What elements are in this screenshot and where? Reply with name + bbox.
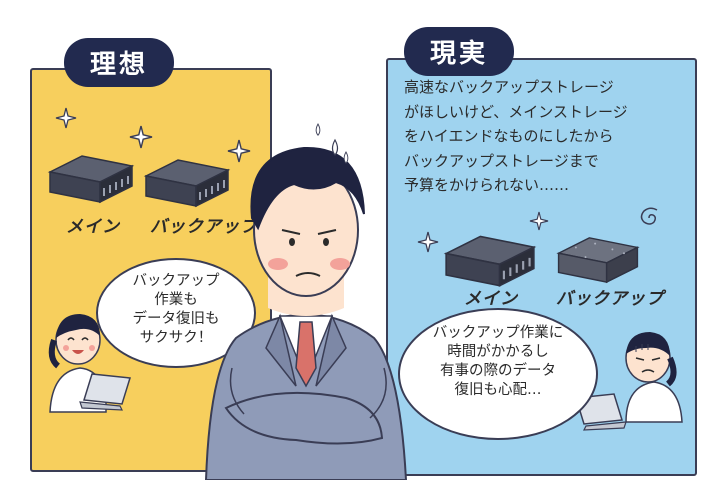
sweat-drop-icon [343, 151, 349, 164]
server-icon [47, 155, 135, 204]
reality-text-line: 予算をかけられない…… [404, 176, 570, 194]
sweat-drop-icon [331, 138, 339, 156]
ideal-tag: 理想 [64, 38, 175, 87]
reality-text-line: バックアップストレージまで [404, 151, 599, 170]
reality-text-line: 高速なバックアップストレージ [404, 78, 614, 96]
reality-bubble-line: 復旧も心配… [454, 382, 542, 398]
dizzy-swirl-icon [640, 207, 658, 225]
sparkle-icon [529, 211, 549, 231]
reality-bubble-line: 時間がかかるし [447, 344, 549, 360]
laptop-icon [79, 373, 131, 411]
server-icon [443, 235, 537, 287]
ideal-backup-label: バックアップ [150, 217, 258, 237]
ideal-bubble-line: サクサク！ [139, 330, 213, 346]
reality-bubble-line: バックアップ作業に [432, 325, 564, 341]
reality-backup-label: バックアップ [556, 289, 664, 309]
ideal-main-label: メイン [66, 217, 120, 237]
ideal-bubble-line: バックアップ [132, 273, 220, 289]
businessman-figure [204, 146, 408, 480]
sweat-drop-icon [315, 123, 321, 136]
reality-bubble-line: 有事の際のデータ [440, 363, 556, 379]
ideal-bubble-line: 作業も [154, 292, 198, 308]
sparkle-icon [55, 107, 77, 129]
reality-tag: 現実 [404, 27, 515, 76]
sparkle-icon [417, 231, 439, 253]
sparkle-icon [129, 125, 153, 149]
ideal-bubble-line: データ復旧も [132, 311, 220, 327]
reality-main-label: メイン [464, 289, 518, 309]
reality-description: 高速なバックアップストレージ がほしいけど、メインストレージ をハイエンドなもの… [404, 75, 690, 198]
worried-worker-figure [625, 332, 683, 423]
sparkle-icon [227, 139, 251, 163]
server-icon [143, 159, 231, 208]
reality-speech-bubble: バックアップ作業に 時間がかかるし 有事の際のデータ 復旧も心配… [398, 308, 598, 440]
reality-text-line: をハイエンドなものにしたから [404, 127, 614, 145]
server-icon [556, 237, 640, 284]
reality-text-line: がほしいけど、メインストレージ [404, 102, 628, 121]
